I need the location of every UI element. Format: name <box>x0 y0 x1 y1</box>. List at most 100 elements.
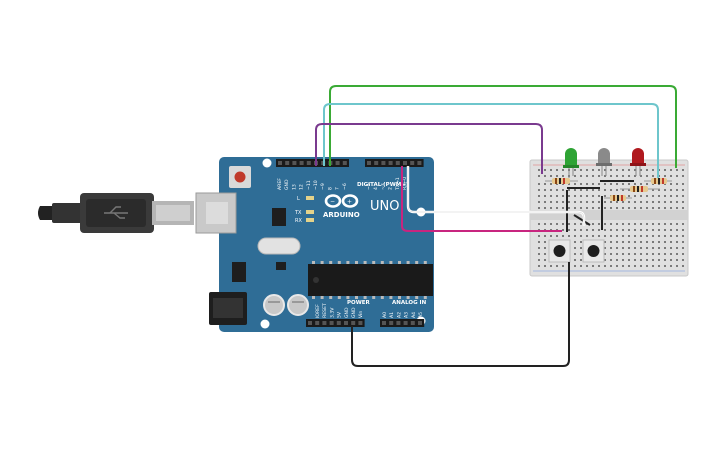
power-pin-label: Vin <box>358 311 364 318</box>
digital-pin-label: ~3 <box>380 183 386 190</box>
mount-hole <box>260 319 270 329</box>
arduino-board[interactable]: L TX RX − + ARDUINO UNO DIGITAL (PWM~) P… <box>195 157 434 332</box>
led-tx-label: TX <box>294 210 302 216</box>
digital-pin[interactable] <box>410 161 415 165</box>
power-pin-label: GND <box>351 307 357 318</box>
digital-pin-label: 8 <box>327 187 333 190</box>
led-l-label: L <box>297 196 300 202</box>
digital-pin-label: AREF <box>277 178 283 190</box>
svg-text:+: + <box>347 199 352 206</box>
digital-pin-label: ~11 <box>306 180 312 190</box>
digital-pin-label: ~5 <box>366 183 372 190</box>
digital-pin[interactable] <box>381 161 386 165</box>
analog-pin-label: A1 <box>389 312 395 318</box>
breadboard-center-channel <box>530 210 688 220</box>
power-pin-label: RESET <box>322 303 328 318</box>
digital-pin-label: 13 <box>291 184 297 190</box>
power-pin[interactable] <box>358 321 363 325</box>
digital-pin[interactable] <box>285 161 290 165</box>
digital-label: DIGITAL (PWM~) <box>357 182 409 188</box>
digital-pin[interactable] <box>335 161 340 165</box>
analog-pin-label: A0 <box>382 312 388 318</box>
digital-pin[interactable] <box>374 161 379 165</box>
red-led[interactable] <box>630 148 646 176</box>
analog-pin-label: A4 <box>411 312 417 318</box>
power-pin-label: IOREF <box>315 304 321 318</box>
wire-black[interactable] <box>351 262 570 367</box>
digital-pin[interactable] <box>278 161 282 165</box>
usb-icon <box>104 206 128 219</box>
crystal-oscillator <box>257 237 301 255</box>
onboard-led-rx <box>306 218 314 222</box>
model-label: UNO <box>370 199 399 214</box>
power-pin-label: 5V <box>337 311 343 318</box>
digital-pin-label: 7 <box>335 187 341 190</box>
digital-pin-label: GND <box>284 179 290 190</box>
analog-pin-label: A2 <box>396 312 402 318</box>
green-led[interactable] <box>563 148 579 178</box>
wire-cyan[interactable] <box>323 103 659 178</box>
brand-label: ARDUINO <box>323 211 360 219</box>
mount-hole <box>262 158 272 168</box>
power-pin[interactable] <box>344 321 348 325</box>
analog-pin-label: A5 <box>418 312 424 318</box>
digital-pin[interactable] <box>342 161 347 165</box>
digital-pin[interactable] <box>395 161 400 165</box>
power-label: POWER <box>347 300 371 306</box>
analog-pin[interactable] <box>389 321 394 325</box>
capacitor <box>263 294 285 316</box>
digital-pin[interactable] <box>292 161 297 165</box>
power-pin-label: GND <box>344 307 350 318</box>
analog-pin[interactable] <box>410 321 415 325</box>
digital-pin-label: ~6 <box>342 183 348 190</box>
usb-chip <box>272 208 286 226</box>
digital-pin[interactable] <box>299 161 304 165</box>
digital-pin[interactable] <box>306 161 311 165</box>
analog-pin[interactable] <box>396 321 401 325</box>
power-pin-label: 3.3V <box>329 307 335 318</box>
resistor[interactable] <box>604 195 632 201</box>
analog-header[interactable] <box>380 319 425 327</box>
usb-cable[interactable] <box>38 193 194 233</box>
digital-pin-label: TX→1 <box>395 177 401 191</box>
power-pin[interactable] <box>351 321 356 325</box>
resistor[interactable] <box>644 178 672 184</box>
digital-pin[interactable] <box>417 161 422 165</box>
microcontroller-chip <box>308 261 433 299</box>
onboard-led-l <box>306 196 314 200</box>
power-pin[interactable] <box>308 321 312 325</box>
capacitor <box>287 294 309 316</box>
push-button[interactable] <box>582 239 605 263</box>
digital-pin-label: 12 <box>299 184 305 190</box>
digital-pin[interactable] <box>388 161 393 165</box>
digital-pin-label: RX←0 <box>402 177 408 190</box>
analog-pin[interactable] <box>382 321 386 325</box>
gray-led[interactable] <box>596 148 612 176</box>
analog-pin-label: A3 <box>404 312 410 318</box>
reset-button[interactable] <box>229 166 251 188</box>
power-pin[interactable] <box>336 321 341 325</box>
power-header[interactable] <box>306 319 365 327</box>
power-pin[interactable] <box>315 321 320 325</box>
analog-pin[interactable] <box>403 321 408 325</box>
analog-pin[interactable] <box>418 321 422 325</box>
resistor[interactable] <box>620 186 660 192</box>
onboard-led-tx <box>306 210 314 214</box>
digital-pin[interactable] <box>403 161 407 165</box>
arduino-logo-icon <box>324 194 359 208</box>
push-button[interactable] <box>548 239 571 263</box>
resistor[interactable] <box>545 178 578 184</box>
digital-pin[interactable] <box>367 161 371 165</box>
digital-pin-label: 2 <box>388 187 394 190</box>
svg-text:−: − <box>330 199 335 206</box>
wire-green[interactable] <box>329 85 677 168</box>
jumper-wire[interactable] <box>573 214 591 226</box>
power-pin[interactable] <box>329 321 334 325</box>
wire-purple[interactable] <box>315 123 543 174</box>
digital-pin-label: ~9 <box>320 183 326 190</box>
power-pin[interactable] <box>322 321 327 325</box>
digital-pin-label: ~10 <box>313 180 319 190</box>
wire-magenta[interactable] <box>401 166 562 232</box>
